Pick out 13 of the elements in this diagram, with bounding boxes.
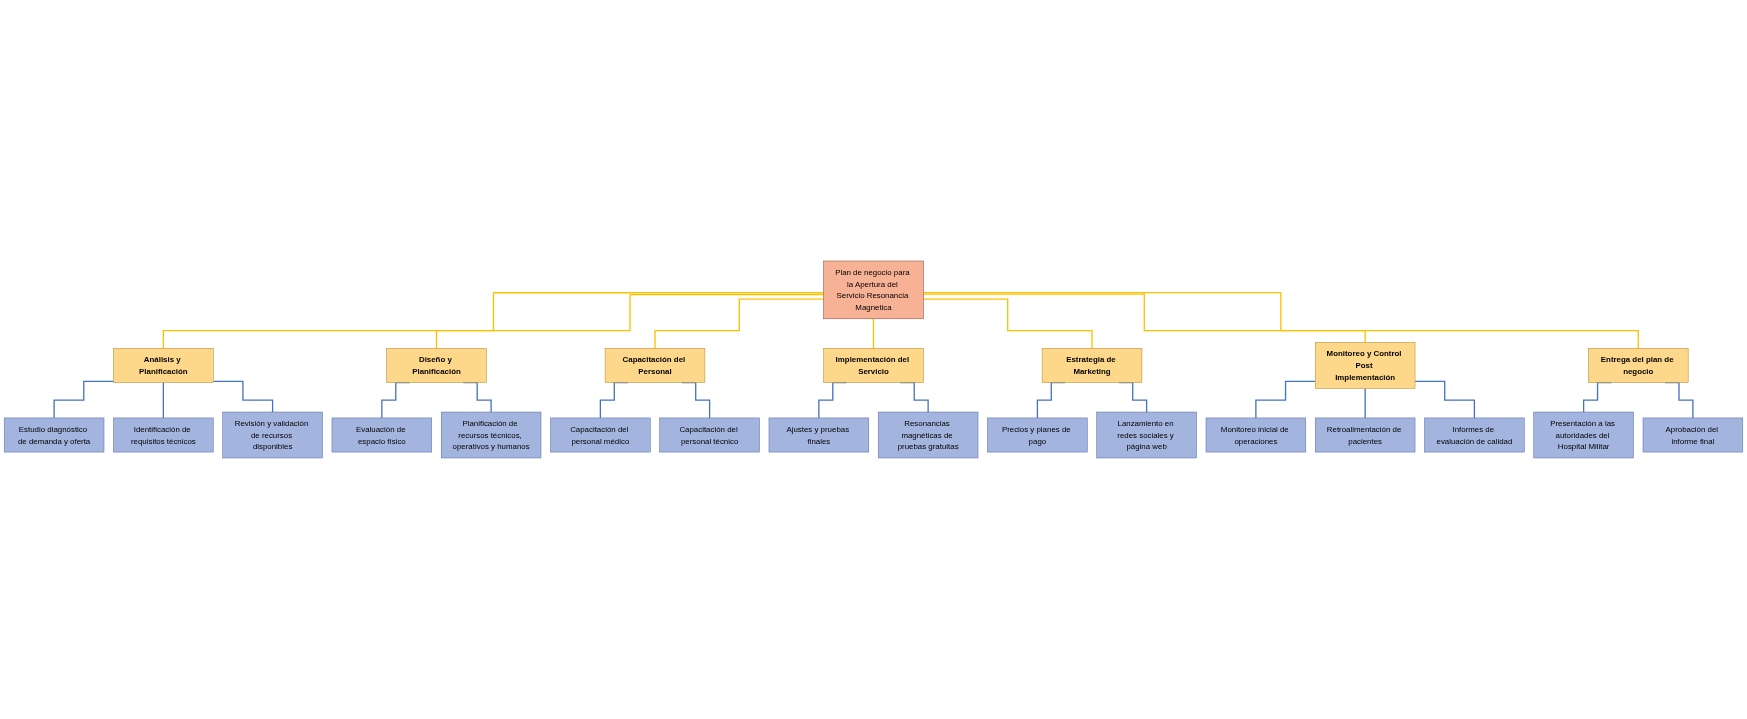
connector <box>922 298 1093 349</box>
connector <box>162 381 164 419</box>
connector <box>1255 380 1316 419</box>
connector <box>654 298 825 349</box>
connector <box>162 292 825 349</box>
connector <box>1364 387 1366 419</box>
connector <box>922 291 1639 349</box>
connector <box>922 293 1366 344</box>
connector <box>53 380 115 419</box>
connector <box>872 318 875 349</box>
connector <box>435 293 825 349</box>
connector <box>1414 380 1476 419</box>
connector <box>212 380 274 413</box>
